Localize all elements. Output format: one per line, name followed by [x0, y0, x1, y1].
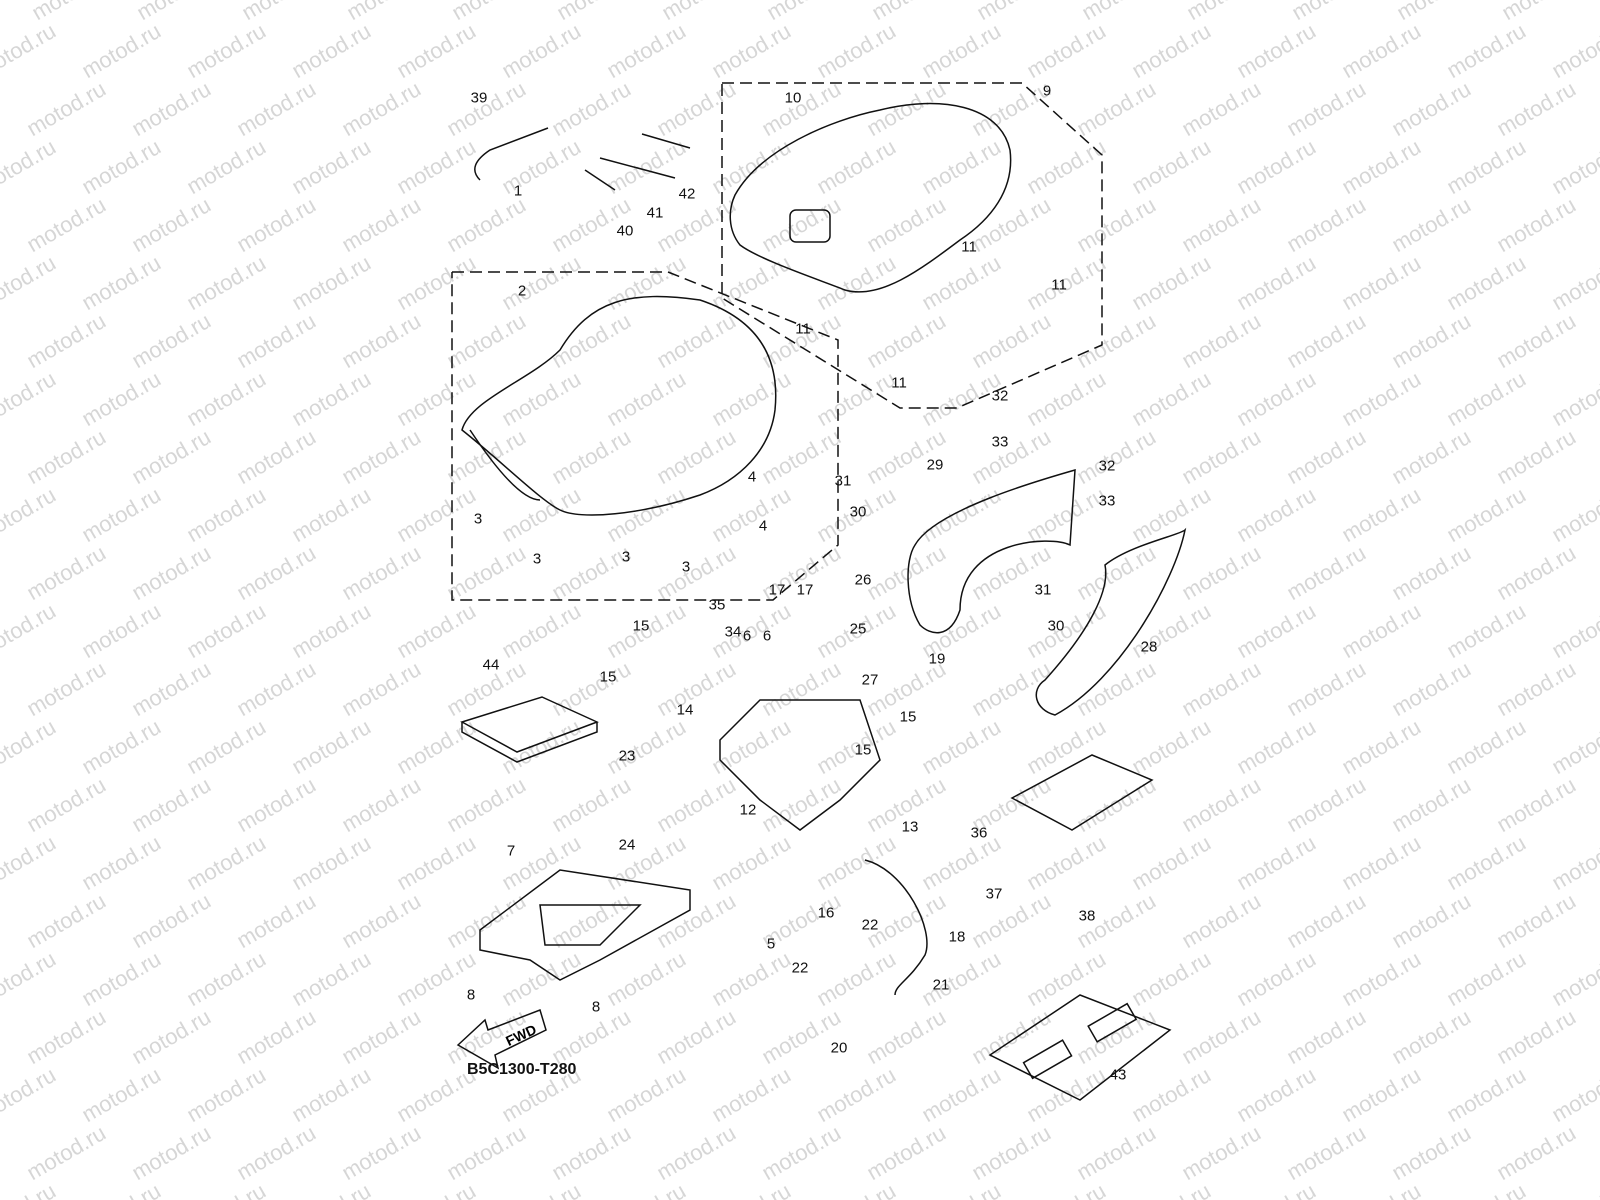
part-callout: 25	[849, 620, 867, 638]
part-callout: 27	[861, 671, 879, 689]
tool-bag	[1010, 754, 1154, 831]
part-callout: 38	[1078, 907, 1096, 925]
part-callout: 42	[678, 185, 696, 203]
part-callout: 33	[1098, 492, 1116, 510]
part-callout: 30	[1047, 617, 1065, 635]
part-callout: 14	[676, 701, 694, 719]
part-callout: 30	[849, 503, 867, 521]
part-callout: 19	[928, 650, 946, 668]
part-callout: 40	[616, 222, 634, 240]
part-callout: 9	[1042, 82, 1052, 100]
part-callout: 2	[517, 282, 527, 300]
part-callout: 24	[618, 836, 636, 854]
part-callout: 11	[795, 320, 811, 338]
wrench-tool	[474, 127, 549, 181]
part-callout: 3	[473, 510, 483, 528]
part-callout: 12	[739, 801, 757, 819]
document-folder	[988, 994, 1172, 1101]
part-callout: 43	[1109, 1066, 1127, 1084]
part-callout: 32	[991, 387, 1009, 405]
part-callout: 18	[948, 928, 966, 946]
part-callout: 3	[532, 550, 542, 568]
part-callout: 13	[901, 818, 919, 836]
part-callout: 28	[1140, 638, 1158, 656]
grab-bar-right	[1035, 527, 1187, 716]
part-callout: 34	[724, 623, 742, 641]
part-callout: 23	[618, 747, 636, 765]
part-callout: 17	[768, 581, 786, 599]
rear-seat	[729, 102, 1012, 293]
part-callout: 10	[784, 89, 802, 107]
part-callout: 3	[681, 558, 691, 576]
part-callout: 21	[932, 976, 950, 994]
seat-lock-cable	[864, 859, 928, 996]
grab-bar-left	[907, 468, 1076, 634]
part-callout: 5	[766, 935, 776, 953]
seat-base-frame	[479, 869, 691, 981]
part-callout: 33	[991, 433, 1009, 451]
part-callout: 26	[854, 571, 872, 589]
part-callout: 15	[632, 617, 650, 635]
part-callout: 1	[513, 182, 523, 200]
part-callout: 39	[470, 89, 488, 107]
part-callout: 37	[985, 885, 1003, 903]
front-seat-group-box	[451, 271, 839, 601]
part-callout: 31	[1034, 581, 1052, 599]
part-callout: 11	[961, 238, 977, 256]
drawing-code: B5C1300-T280	[467, 1061, 577, 1078]
part-callout: 31	[834, 472, 852, 490]
forward-arrow	[456, 1009, 547, 1070]
rear-seat-group-box	[721, 82, 1103, 409]
part-callout: 16	[817, 904, 835, 922]
part-callout: 36	[970, 824, 988, 842]
part-callout: 15	[599, 668, 617, 686]
part-callout: 29	[926, 456, 944, 474]
owners-manual-book	[460, 696, 599, 763]
front-seat	[461, 295, 777, 516]
part-callout: 6	[762, 627, 772, 645]
part-callout: 6	[742, 627, 752, 645]
part-callout: 17	[796, 581, 814, 599]
seat-lock-bracket	[719, 699, 881, 831]
part-callout: 32	[1098, 457, 1116, 475]
part-callout: 8	[591, 998, 601, 1016]
rear-seat-grab	[789, 209, 831, 243]
part-callout: 35	[708, 596, 726, 614]
part-callout: 3	[621, 548, 631, 566]
part-callout: 11	[891, 374, 907, 392]
part-callout: 15	[854, 741, 872, 759]
part-callout: 7	[506, 842, 516, 860]
screwdriver-tool	[584, 169, 616, 191]
part-callout: 44	[482, 656, 500, 674]
part-callout: 22	[861, 916, 879, 934]
part-callout: 11	[1051, 276, 1067, 294]
part-callout: 4	[747, 468, 757, 486]
part-callout: 41	[646, 204, 664, 222]
part-callout: 20	[830, 1039, 848, 1057]
part-callout: 15	[899, 708, 917, 726]
part-callout: 8	[466, 986, 476, 1004]
part-callout: 4	[758, 517, 768, 535]
part-callout: 22	[791, 959, 809, 977]
